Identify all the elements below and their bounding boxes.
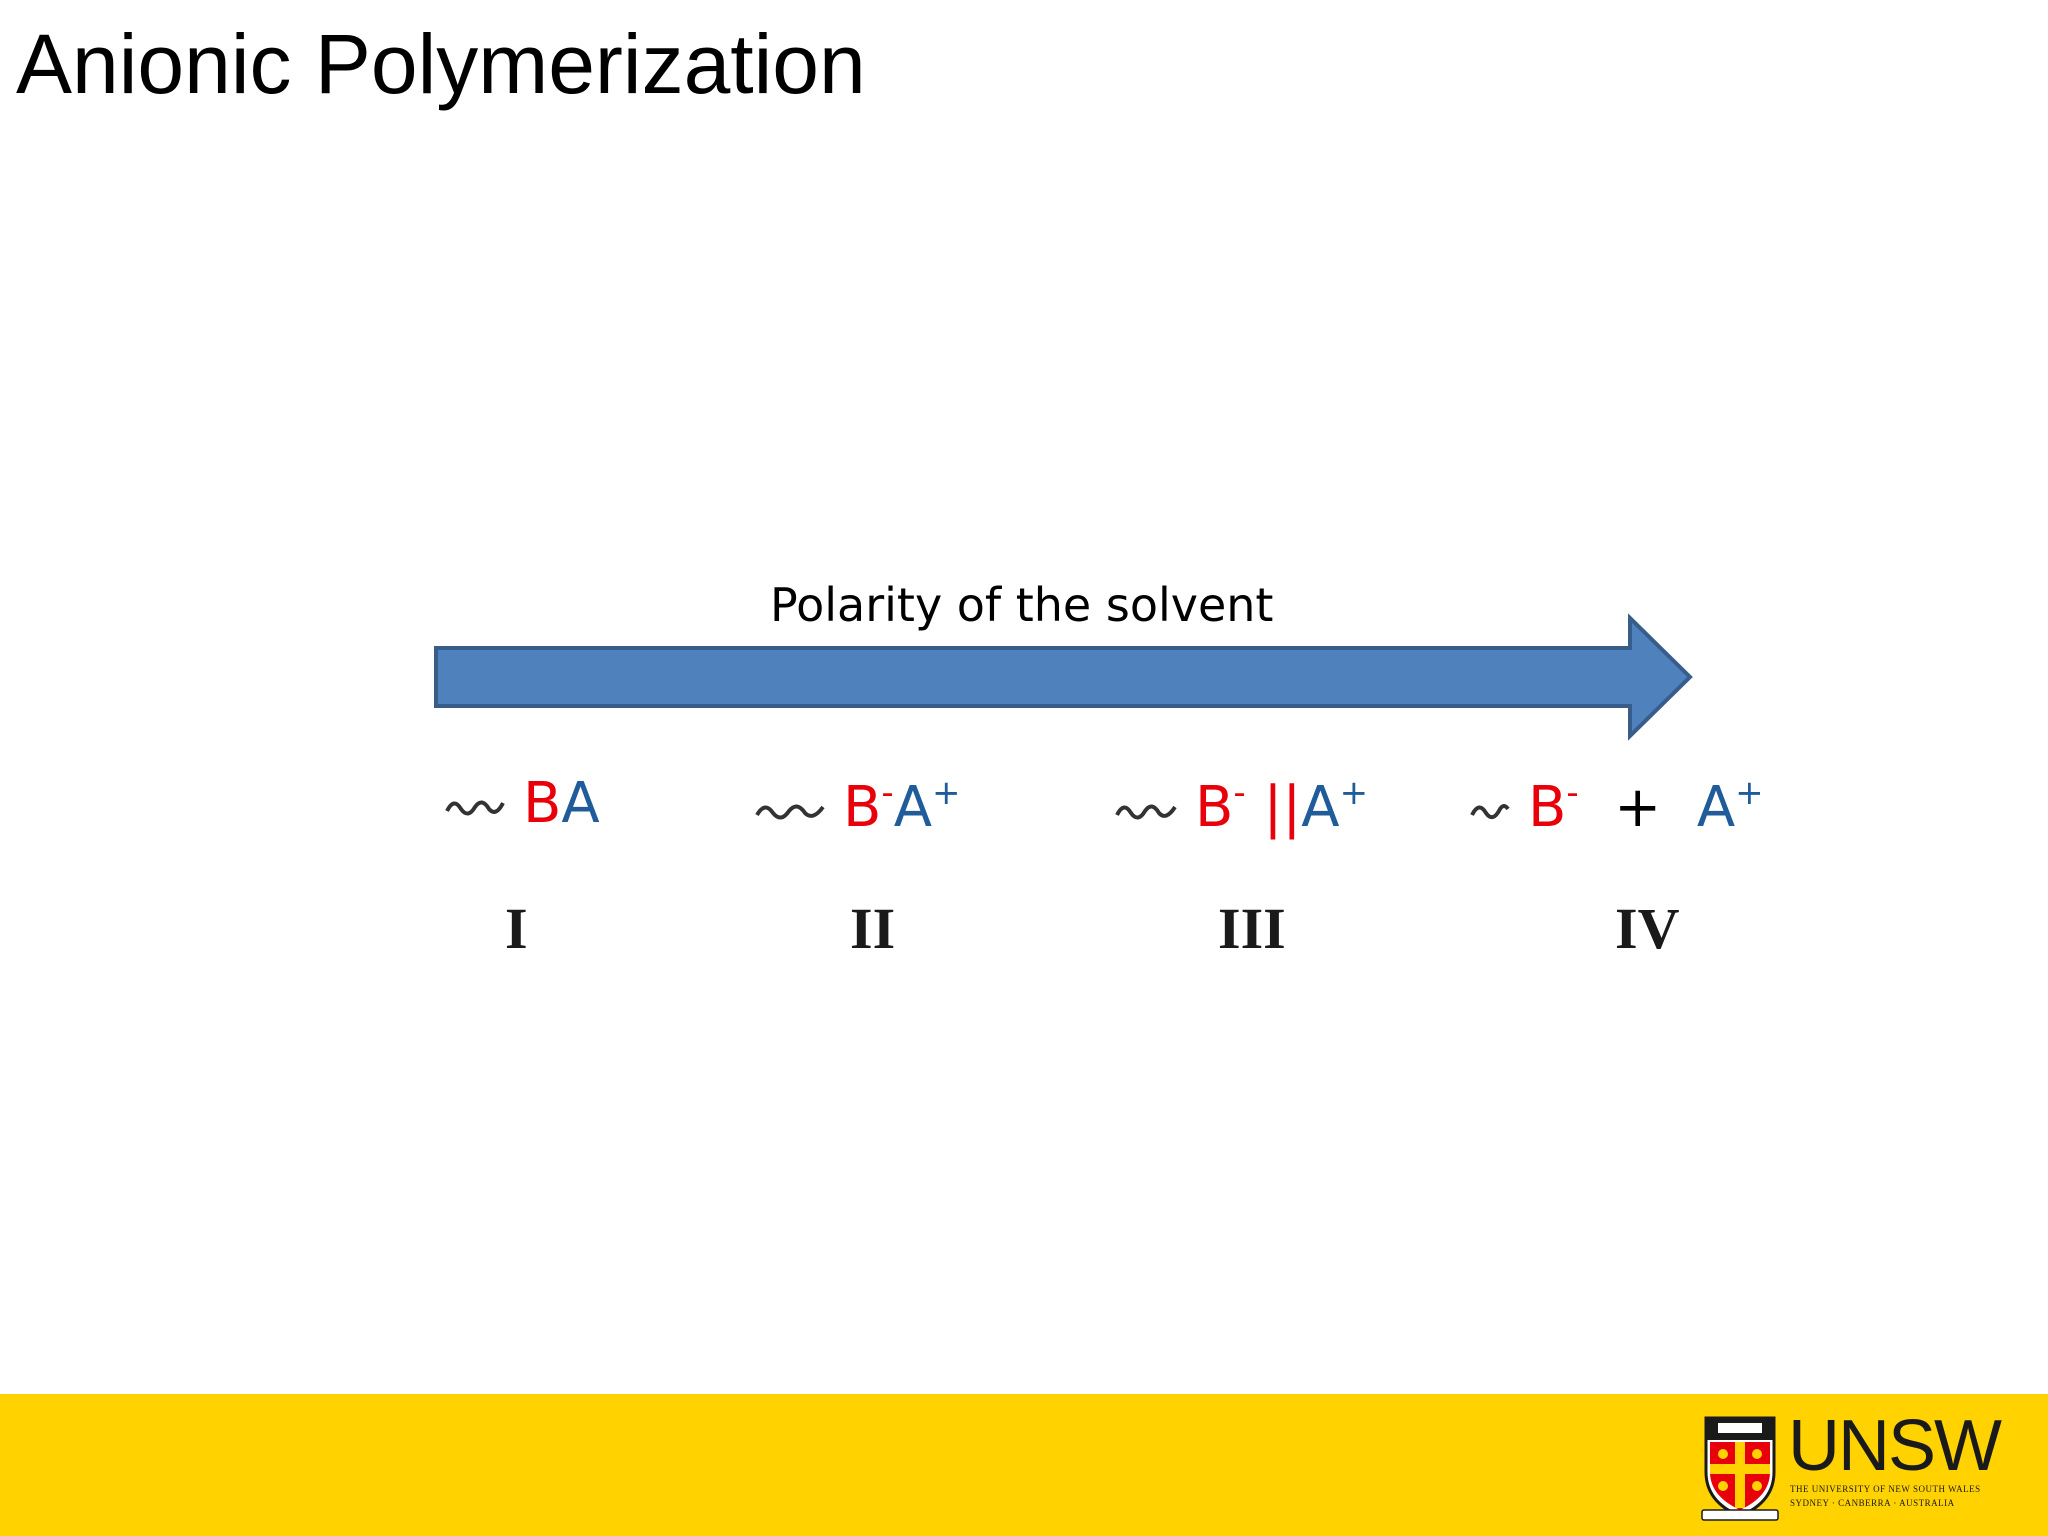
- species-ion-pair-3: B- ||A+: [1115, 776, 1368, 836]
- cation-label: A: [1301, 775, 1340, 840]
- crest-icon: [1701, 1416, 1779, 1521]
- unsw-logo: UNSW THE UNIVERSITY OF NEW SOUTH WALES S…: [1700, 1406, 2002, 1522]
- species-free-ions: B- + A+: [1470, 776, 1764, 836]
- roman-numeral-3: III: [1218, 896, 1286, 961]
- arrow-label: Polarity of the solvent: [770, 578, 1274, 632]
- anion-label: B: [523, 771, 562, 836]
- roman-numeral-2: II: [850, 896, 896, 961]
- logo-subline-2: SYDNEY · CANBERRA · AUSTRALIA: [1790, 1498, 1955, 1508]
- cation-charge: +: [1735, 773, 1764, 813]
- cation-label: A: [561, 771, 600, 836]
- anion-label: B: [1528, 775, 1567, 840]
- polymer-chain-icon: [1470, 803, 1510, 819]
- cation-label: A: [893, 775, 933, 840]
- polymer-chain-icon: [445, 800, 505, 816]
- roman-numeral-4: IV: [1615, 896, 1680, 961]
- cation-charge: +: [1339, 773, 1369, 813]
- logo-subline-1: THE UNIVERSITY OF NEW SOUTH WALES: [1790, 1484, 1981, 1494]
- species-ion-pair-2: B-A+: [755, 776, 961, 836]
- polymer-chain-icon: [755, 804, 825, 820]
- separator-label: ||: [1245, 775, 1302, 840]
- polarity-arrow: [434, 613, 1693, 741]
- anion-label: B: [1195, 775, 1234, 840]
- slide-title: Anionic Polymerization: [16, 17, 866, 111]
- anion-label: B: [843, 775, 882, 840]
- anion-charge: -: [881, 773, 894, 813]
- plus-operator: +: [1578, 775, 1697, 840]
- anion-charge: -: [1233, 773, 1246, 813]
- cation-label: A: [1696, 775, 1736, 840]
- roman-numeral-1: I: [505, 896, 528, 961]
- anion-charge: -: [1566, 773, 1579, 813]
- cation-charge: +: [932, 773, 961, 813]
- species-ion-pair-1: BA: [445, 776, 600, 832]
- polymer-chain-icon: [1115, 804, 1177, 820]
- logo-wordmark: UNSW: [1788, 1406, 2002, 1486]
- polarity-arrow-shape: [434, 613, 1693, 741]
